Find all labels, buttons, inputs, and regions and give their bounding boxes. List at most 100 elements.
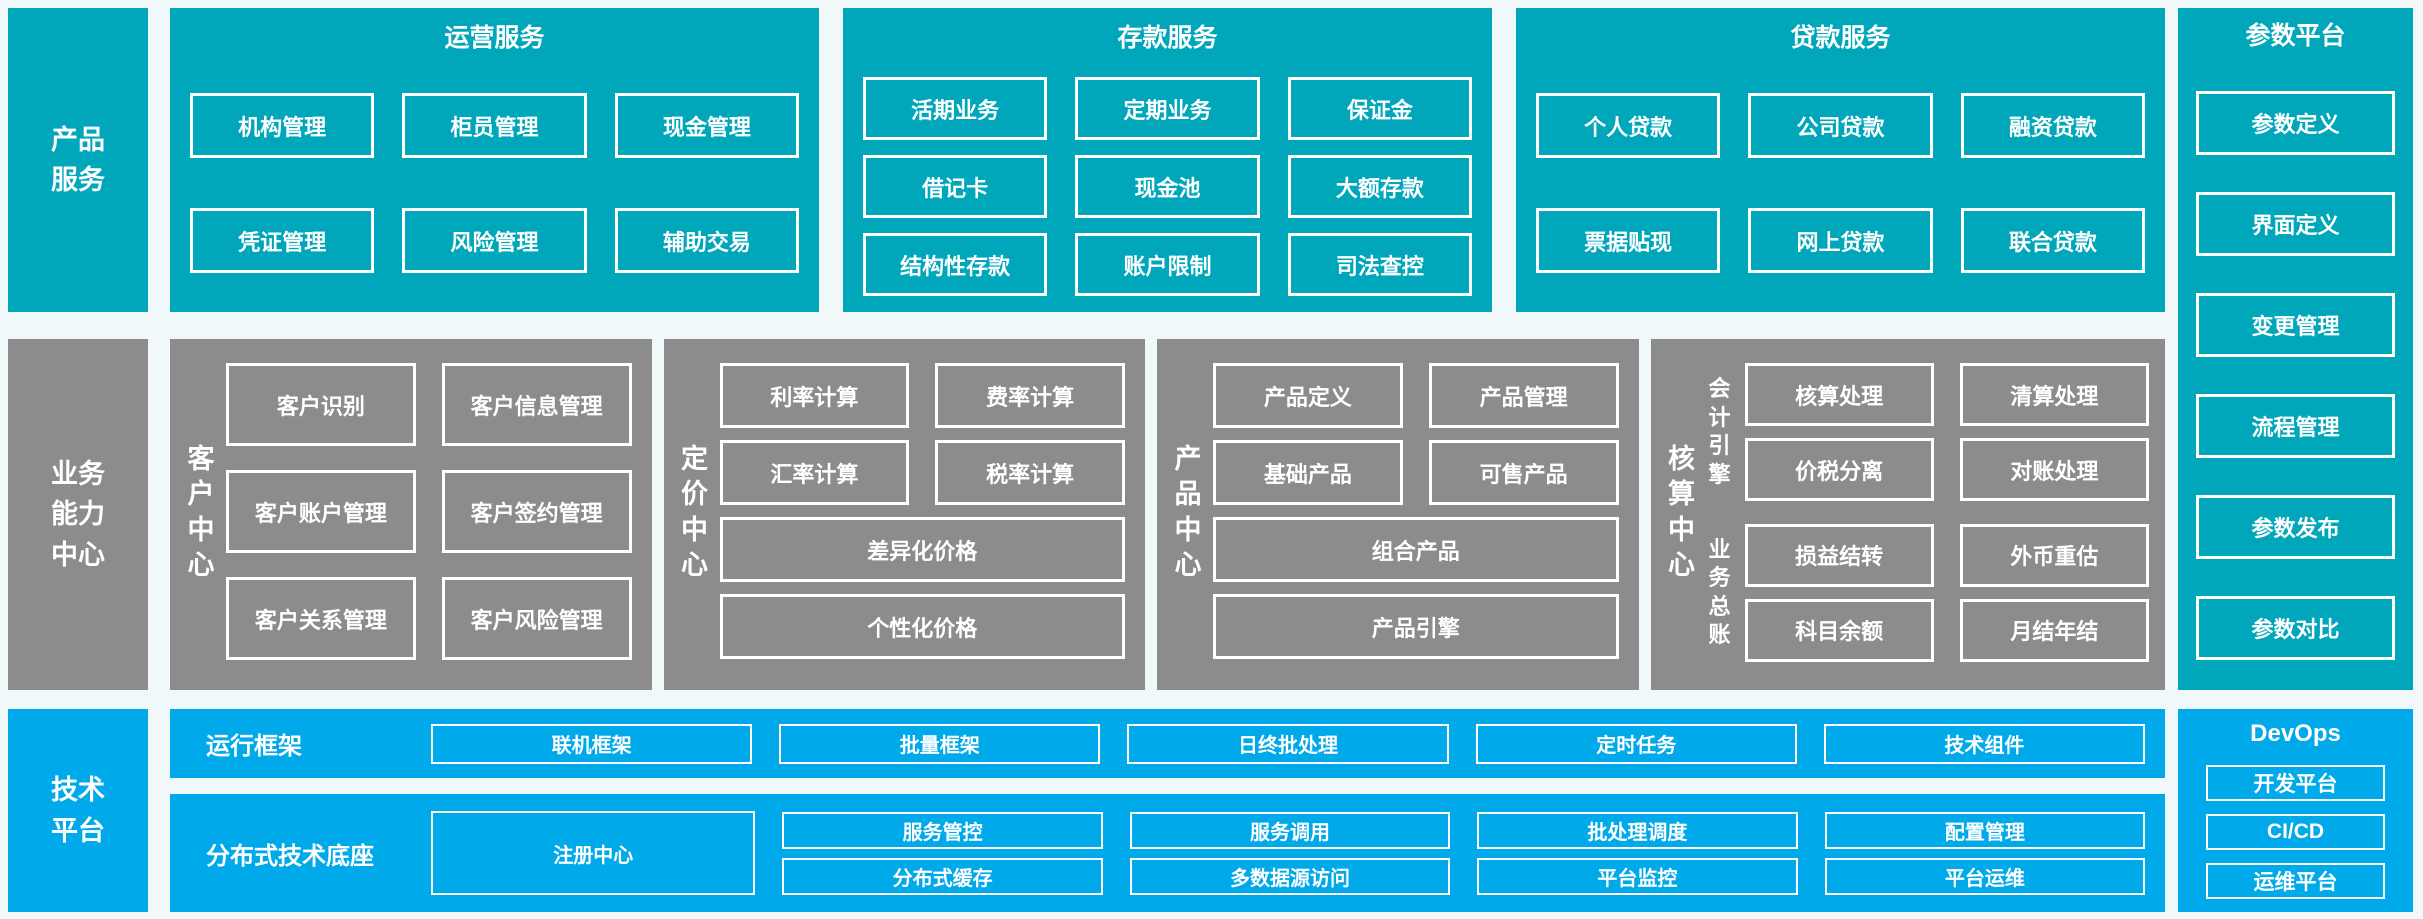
module-box: 可售产品 <box>1428 440 1619 505</box>
section-box-grid: 机构管理 柜员管理 现金管理 凭证管理 风险管理 辅助交易 <box>170 93 819 274</box>
module-box: 客户账户管理 <box>226 470 416 553</box>
module-box: 利率计算 <box>719 363 910 428</box>
panel-parameter-platform: 参数平台 参数定义 界面定义 变更管理 流程管理 参数发布 参数对比 <box>2178 8 2413 690</box>
module-box: 变更管理 <box>2196 293 2395 358</box>
panel-box-grid: 客户识别 客户信息管理 客户账户管理 客户签约管理 客户关系管理 客户风险管理 <box>226 363 632 662</box>
module-box: 个性化价格 <box>719 594 1126 659</box>
module-box: 分布式缓存 <box>782 857 1103 895</box>
section-loan-services: 贷款服务 个人贷款 公司贷款 融资贷款 票据贴现 网上贷款 联合贷款 <box>1516 8 2165 312</box>
module-box: 公司贷款 <box>1748 93 1933 159</box>
module-box: 票据贴现 <box>1536 208 1721 274</box>
module-box: 现金池 <box>1075 155 1260 219</box>
group-label: 会计引擎 <box>1708 376 1731 487</box>
module-box: 结构性存款 <box>863 233 1048 297</box>
module-box: 服务调用 <box>1129 811 1451 849</box>
box-pair: 批处理调度 平台监控 <box>1477 811 1798 895</box>
panel-customer-center: 客户中心 客户识别 客户信息管理 客户账户管理 客户签约管理 客户关系管理 客户… <box>170 339 652 690</box>
module-box: 定时任务 <box>1475 723 1797 764</box>
box-pair: 服务管控 分布式缓存 <box>782 811 1103 895</box>
diagram-main-area: 产品服务 运营服务 机构管理 柜员管理 现金管理 凭证管理 风险管理 辅助交易 … <box>8 8 2165 912</box>
module-box: 批量框架 <box>779 723 1101 764</box>
technology-rows: 运行框架 联机框架 批量框架 日终批处理 定时任务 技术组件 分布式技术底座 注… <box>170 709 2165 912</box>
sidebar-label: 技术平台 <box>51 775 105 846</box>
module-box: 定期业务 <box>1075 77 1260 141</box>
module-box: 机构管理 <box>190 93 375 159</box>
module-box: 参数发布 <box>2196 495 2395 560</box>
module-box: 外币重估 <box>1959 523 2149 587</box>
group-label: 业务总账 <box>1708 536 1731 648</box>
module-box: CI/CD <box>2206 813 2385 850</box>
module-box: 参数定义 <box>2196 91 2395 156</box>
row-label: 运行框架 <box>206 733 302 760</box>
row-distributed-base: 分布式技术底座 注册中心 服务管控 分布式缓存 服务调用 多数据源访问 批处理调… <box>170 794 2165 912</box>
panel-title: 参数平台 <box>2245 22 2346 50</box>
section-box-grid: 个人贷款 公司贷款 融资贷款 票据贴现 网上贷款 联合贷款 <box>1516 93 2165 274</box>
distributed-box-row: 注册中心 服务管控 分布式缓存 服务调用 多数据源访问 批处理调度 平台监控 <box>431 811 2146 895</box>
module-box: 配置管理 <box>1824 811 2146 849</box>
module-box: 产品引擎 <box>1213 594 1619 659</box>
module-box: 核算处理 <box>1744 363 1934 426</box>
module-box: 客户识别 <box>226 363 416 446</box>
box-pair: 配置管理 平台运维 <box>1824 811 2146 895</box>
panel-label: 客户中心 <box>187 444 215 580</box>
module-box: 汇率计算 <box>719 440 910 505</box>
module-box: 运维平台 <box>2206 862 2385 899</box>
band-product-services: 产品服务 运营服务 机构管理 柜员管理 现金管理 凭证管理 风险管理 辅助交易 … <box>8 8 2165 312</box>
module-box: 借记卡 <box>863 155 1048 219</box>
group-business-ledger: 业务总账 损益结转 外币重估 科目余额 月结年结 <box>1707 523 2149 663</box>
module-box: 服务管控 <box>782 811 1103 849</box>
module-box: 司法查控 <box>1287 233 1472 297</box>
sidebar-label: 产品服务 <box>51 124 105 196</box>
module-box: 界面定义 <box>2196 192 2395 257</box>
group-box-grid: 损益结转 外币重估 科目余额 月结年结 <box>1744 523 2149 663</box>
box-pair: 服务调用 多数据源访问 <box>1129 811 1451 895</box>
section-box-grid: 活期业务 定期业务 保证金 借记卡 现金池 大额存款 结构性存款 账户限制 司法… <box>843 77 1492 297</box>
panel-pricing-center: 定价中心 利率计算 费率计算 汇率计算 税率计算 差异化价格 个性化价格 <box>663 339 1146 690</box>
module-box: 科目余额 <box>1744 598 1934 662</box>
sidebar-label: 业务能力中心 <box>51 458 105 570</box>
module-box: 活期业务 <box>863 77 1048 141</box>
section-title: 贷款服务 <box>1790 24 1891 52</box>
module-box: 流程管理 <box>2196 394 2395 459</box>
panel-label: 核算中心 <box>1668 444 1696 580</box>
runtime-box-row: 联机框架 批量框架 日终批处理 定时任务 技术组件 <box>431 723 2146 764</box>
module-box: 月结年结 <box>1959 598 2149 662</box>
module-box: 个人贷款 <box>1536 93 1721 159</box>
right-column: 参数平台 参数定义 界面定义 变更管理 流程管理 参数发布 参数对比 DevOp… <box>2178 8 2413 912</box>
module-box: 日终批处理 <box>1127 723 1449 764</box>
module-box: 客户关系管理 <box>226 577 416 660</box>
module-box: 辅助交易 <box>614 208 799 274</box>
module-box: 平台监控 <box>1477 857 1798 895</box>
band-technology-platform: 技术平台 运行框架 联机框架 批量框架 日终批处理 定时任务 技术组件 分布式技… <box>8 709 2165 912</box>
module-box: 注册中心 <box>431 811 756 895</box>
module-box: 基础产品 <box>1213 440 1403 505</box>
panel-title: DevOps <box>2250 720 2341 747</box>
module-box: 差异化价格 <box>719 517 1126 582</box>
accounting-groups: 会计引擎 核算处理 清算处理 价税分离 对账处理 业务总账 损益结转 外币重估 <box>1707 363 2149 662</box>
module-box: 清算处理 <box>1959 363 2149 426</box>
row-runtime-framework: 运行框架 联机框架 批量框架 日终批处理 定时任务 技术组件 <box>170 709 2165 778</box>
module-box: 联合贷款 <box>1960 208 2145 274</box>
section-title: 存款服务 <box>1117 24 1218 52</box>
sidebar-product-services: 产品服务 <box>8 8 148 312</box>
module-box: 现金管理 <box>614 93 799 159</box>
module-box: 损益结转 <box>1744 523 1934 587</box>
panel-devops: DevOps 开发平台 CI/CD 运维平台 <box>2178 709 2413 912</box>
section-operations-services: 运营服务 机构管理 柜员管理 现金管理 凭证管理 风险管理 辅助交易 <box>170 8 819 312</box>
module-box: 风险管理 <box>402 208 587 274</box>
module-box: 凭证管理 <box>190 208 375 274</box>
section-title: 运营服务 <box>444 24 545 52</box>
module-box: 大额存款 <box>1287 155 1472 219</box>
sidebar-technology-platform: 技术平台 <box>8 709 148 912</box>
panel-product-center: 产品中心 产品定义 产品管理 基础产品 可售产品 组合产品 产品引擎 <box>1157 339 1639 690</box>
module-box: 平台运维 <box>1824 857 2146 895</box>
sidebar-business-capability-center: 业务能力中心 <box>8 339 148 690</box>
module-box: 参数对比 <box>2196 596 2395 661</box>
module-box: 柜员管理 <box>402 93 587 159</box>
module-box: 批处理调度 <box>1477 811 1798 849</box>
module-box: 税率计算 <box>935 440 1126 505</box>
module-box: 产品定义 <box>1213 363 1403 428</box>
module-box: 保证金 <box>1287 77 1472 141</box>
module-box: 网上贷款 <box>1748 208 1933 274</box>
group-accounting-engine: 会计引擎 核算处理 清算处理 价税分离 对账处理 <box>1707 363 2149 502</box>
